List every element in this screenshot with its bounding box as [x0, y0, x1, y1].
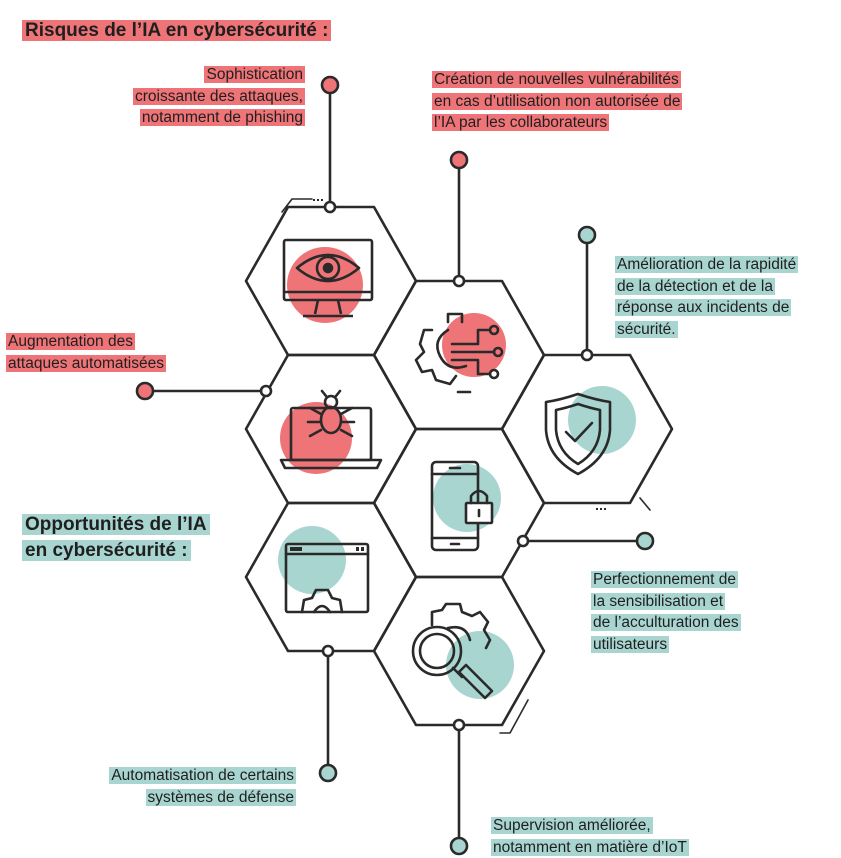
- magnifier-gear-icon: [411, 602, 514, 700]
- label-line: en cas d’utilisation non autorisée de: [432, 92, 683, 110]
- opportunity-label-iot: Supervision améliorée, notamment en matiè…: [491, 815, 689, 858]
- label-line: attaques automatisées: [6, 354, 166, 372]
- opportunities-heading: Opportunités de l’IA en cybersécurité :: [22, 512, 210, 564]
- risk-dot-automated: [135, 381, 155, 401]
- opportunity-dot-awareness: [635, 531, 655, 551]
- label-line: de la détection et de la: [615, 277, 775, 295]
- label-line: notamment de phishing: [139, 109, 305, 126]
- browser-gear-icon: [278, 526, 370, 614]
- label-line: notamment en matière d’IoT: [491, 838, 689, 856]
- label-line: la sensibilisation et: [591, 592, 726, 610]
- opportunities-heading-line1: Opportunités de l’IA: [22, 514, 210, 535]
- ai-chip-gear-icon: [414, 312, 506, 394]
- phone-lock-icon: [430, 460, 501, 552]
- risks-heading: Risques de l’IA en cybersécurité :: [22, 19, 332, 42]
- opportunity-dot-automation: [318, 763, 338, 783]
- eye-monitor-icon: [282, 238, 374, 323]
- opportunity-label-awareness: Perfectionnement de la sensibilisation et…: [591, 569, 741, 655]
- label-line: croissante des attaques,: [132, 87, 305, 105]
- label-line: l’IA par les collaborateurs: [432, 114, 610, 131]
- opportunity-dot-detection: [577, 225, 597, 245]
- opportunity-label-automation: Automatisation de certains systèmes de dé…: [109, 765, 296, 808]
- risk-label-phishing: Sophistication croissante des attaques, no…: [132, 64, 305, 129]
- bug-laptop-icon: [279, 389, 383, 474]
- risk-dot-vulnerabilities: [449, 150, 469, 170]
- label-line: utilisateurs: [591, 635, 670, 653]
- opportunities-heading-line2: en cybersécurité :: [22, 540, 191, 561]
- risk-dot-phishing: [320, 75, 340, 95]
- label-line: Perfectionnement de: [591, 571, 739, 588]
- label-line: Supervision améliorée,: [491, 817, 653, 834]
- label-line: systèmes de défense: [145, 788, 296, 806]
- label-line: Sophistication: [204, 66, 305, 83]
- hex-search: [372, 575, 546, 727]
- shield-check-icon: [544, 386, 636, 476]
- label-line: Amélioration de la rapidité: [615, 256, 799, 273]
- opportunity-label-detection: Amélioration de la rapidité de la détecti…: [615, 254, 799, 340]
- label-line: Création de nouvelles vulnérabilités: [432, 71, 681, 88]
- label-line: de l’acculturation des: [591, 614, 741, 631]
- risk-label-automated-attacks: Augmentation des attaques automatisées: [6, 331, 166, 374]
- opportunity-dot-iot: [449, 836, 469, 856]
- label-line: Augmentation des: [6, 333, 135, 350]
- label-line: réponse aux incidents de: [615, 299, 792, 316]
- label-line: Automatisation de certains: [109, 767, 296, 784]
- risk-label-vulnerabilities: Création de nouvelles vulnérabilités en c…: [432, 69, 683, 134]
- label-line: sécurité.: [615, 320, 678, 338]
